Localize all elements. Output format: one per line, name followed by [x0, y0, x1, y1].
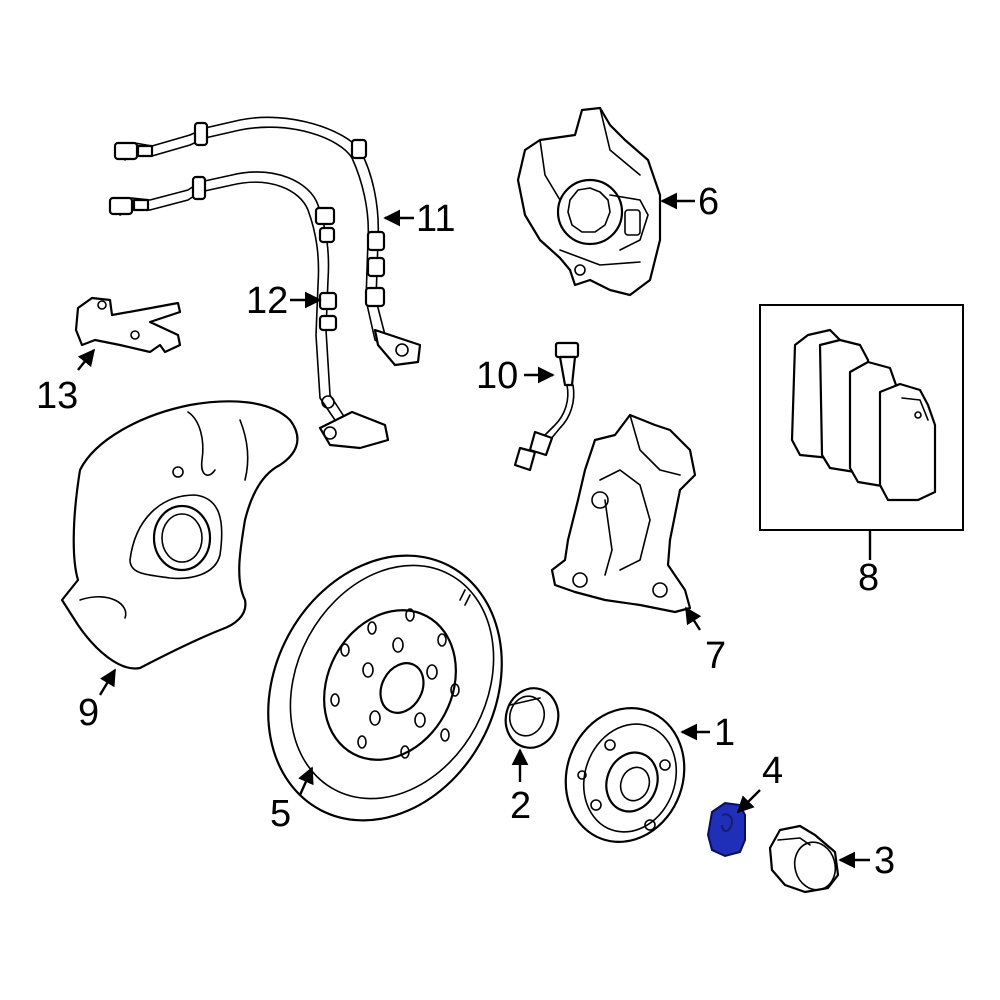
callout-6: 6 — [698, 181, 719, 223]
dust-shield[interactable] — [60, 400, 299, 670]
sensor-bracket[interactable] — [74, 296, 182, 354]
callout-10: 10 — [476, 355, 518, 397]
callout-9: 9 — [78, 692, 99, 734]
callout-7: 7 — [705, 635, 726, 677]
axle-nut[interactable] — [768, 824, 841, 894]
abs-ring[interactable] — [499, 682, 565, 753]
caliper-carrier[interactable] — [550, 413, 697, 614]
brake-hose[interactable] — [513, 341, 580, 472]
callout-3: 3 — [874, 840, 895, 882]
callout-13: 13 — [36, 375, 78, 417]
brake-rotor[interactable] — [223, 515, 547, 862]
callout-1: 1 — [714, 712, 735, 754]
brake-caliper[interactable] — [516, 106, 662, 297]
wheel-hub[interactable] — [547, 691, 703, 858]
retaining-clip-highlighted[interactable] — [706, 801, 746, 858]
brake-pad-set[interactable] — [759, 304, 964, 531]
callout-8: 8 — [858, 557, 879, 599]
callout-4: 4 — [762, 750, 783, 792]
callout-labels: 1 2 3 4 5 6 7 8 9 10 11 12 13 — [36, 181, 895, 882]
callout-11: 11 — [416, 198, 455, 240]
callout-12: 12 — [246, 280, 288, 322]
callout-5: 5 — [270, 793, 291, 835]
callout-2: 2 — [510, 785, 531, 827]
wear-sensor-cables[interactable] — [108, 116, 422, 450]
leader-lines — [77, 192, 872, 869]
